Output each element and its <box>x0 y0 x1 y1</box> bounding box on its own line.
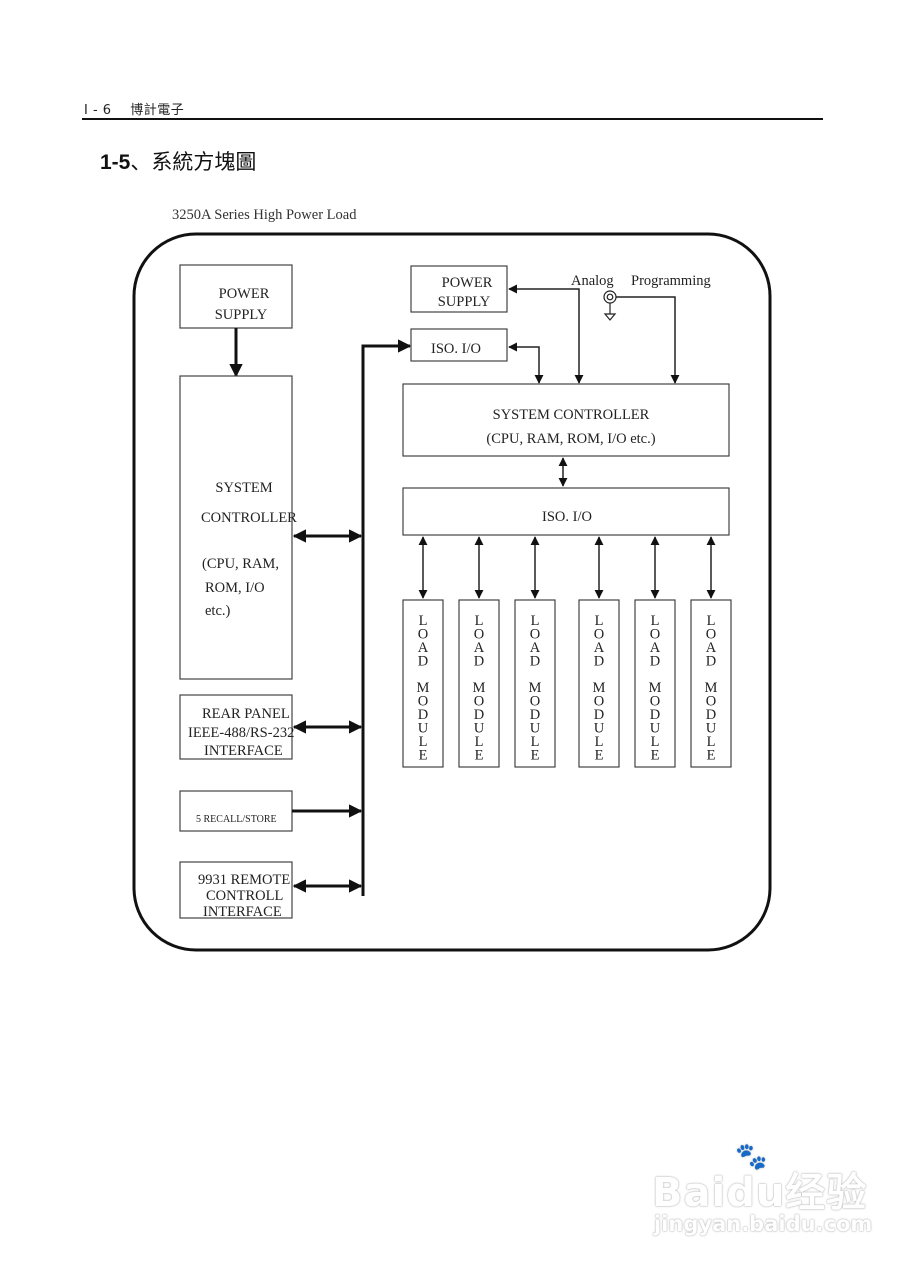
rear-panel-line3: INTERFACE <box>204 743 283 759</box>
left-power-supply-line2: SUPPLY <box>215 307 268 323</box>
left-controller-line2: CONTROLLER <box>201 510 297 526</box>
main-bus-line <box>361 339 412 896</box>
load-module-box <box>402 599 444 768</box>
enclosure-border <box>132 232 772 952</box>
remote-interface-line1: 9931 REMOTE <box>198 872 290 888</box>
programming-label: Programming <box>631 273 711 289</box>
power-supply-controller-link <box>508 284 584 384</box>
recall-store-block: 5 RECALL/STORE <box>179 790 293 832</box>
section-title: 1-5、系統方塊圖 <box>100 146 256 176</box>
page-number: I - 6 <box>84 103 112 118</box>
page-header: I - 6 博計電子 <box>84 99 184 118</box>
right-power-supply-block: POWER SUPPLY <box>410 265 508 313</box>
right-power-supply-line1: POWER <box>442 275 493 291</box>
watermark-url: jingyan.baidu.com <box>654 1212 873 1236</box>
left-power-supply-block: POWER SUPPLY <box>179 264 293 329</box>
left-power-supply-line1: POWER <box>219 286 270 302</box>
iso-io-top-label: ISO. I/O <box>431 341 481 357</box>
rear-panel-block: REAR PANEL IEEE-488/RS-232 INTERFACE <box>179 694 294 760</box>
left-controller-line4: ROM, I/O <box>205 580 265 596</box>
watermark-brand: Baidu经验 <box>652 1170 868 1216</box>
section-text: 、系統方塊圖 <box>130 150 257 174</box>
analog-label: Analog <box>571 273 614 289</box>
left-controller-line3: (CPU, RAM, <box>202 556 279 572</box>
analog-programming-link <box>616 296 680 384</box>
load-module-box <box>514 599 556 768</box>
paw-icon: 🐾 <box>735 1142 768 1171</box>
right-iso-io-bus-block: ISO. I/O <box>402 487 730 536</box>
analog-input-connector-icon <box>603 290 617 314</box>
load-module-box <box>634 599 676 768</box>
right-controller-line2: (CPU, RAM, ROM, I/O etc.) <box>486 431 655 447</box>
recall-store-label: 5 RECALL/STORE <box>196 814 277 825</box>
remote-interface-block: 9931 REMOTE CONTROLL INTERFACE <box>179 861 293 920</box>
remote-interface-line3: INTERFACE <box>203 904 282 920</box>
company-name: 博計電子 <box>130 103 185 118</box>
section-number: 1-5 <box>100 151 131 174</box>
rear-panel-line1: REAR PANEL <box>202 706 290 722</box>
iso-io-controller-link <box>508 342 544 384</box>
left-controller-line5: etc.) <box>205 603 231 619</box>
right-iso-io-top-block: ISO. I/O <box>410 328 508 362</box>
load-module-box <box>578 599 620 768</box>
baidu-watermark: 🐾 Baidu经验 jingyan.baidu.com <box>640 1142 873 1260</box>
left-system-controller-block: SYSTEM CONTROLLER (CPU, RAM, ROM, I/O et… <box>179 375 297 680</box>
load-module-box <box>690 599 732 768</box>
ground-icon <box>603 313 617 321</box>
remote-interface-line2: CONTROLL <box>206 888 283 904</box>
load-module-box <box>458 599 500 768</box>
iso-io-bus-label: ISO. I/O <box>542 509 592 525</box>
header-rule <box>82 118 823 120</box>
diagram-caption: 3250A Series High Power Load <box>172 207 357 223</box>
left-controller-line1: SYSTEM <box>215 480 272 496</box>
right-system-controller-block: SYSTEM CONTROLLER (CPU, RAM, ROM, I/O et… <box>402 383 730 457</box>
right-power-supply-line2: SUPPLY <box>438 294 491 310</box>
right-controller-line1: SYSTEM CONTROLLER <box>493 407 650 423</box>
rear-panel-line2: IEEE-488/RS-232 <box>188 725 294 741</box>
